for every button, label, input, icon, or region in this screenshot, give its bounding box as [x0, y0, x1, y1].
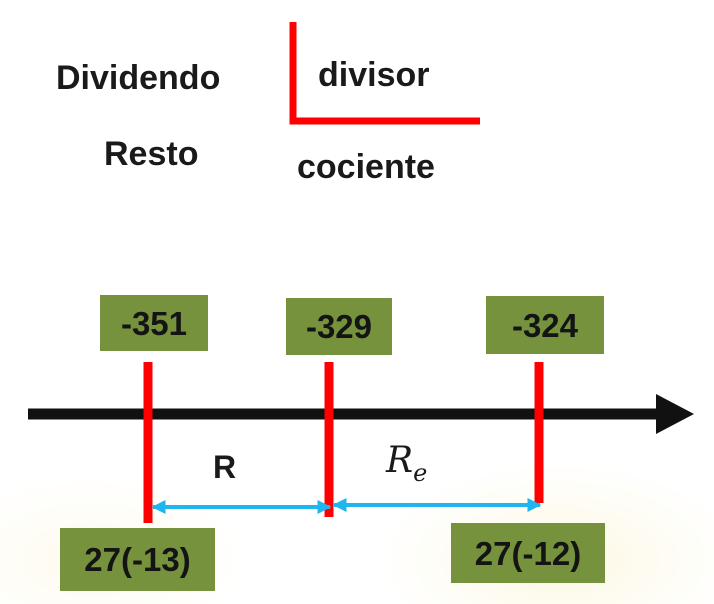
product-box-minus-12: 27(-12): [451, 523, 605, 583]
excess-remainder-base: R: [386, 440, 414, 481]
product-box-minus-13: 27(-13): [60, 528, 215, 591]
value-box-329: -329: [286, 298, 392, 355]
excess-remainder-subscript: e: [413, 459, 428, 487]
excess-remainder-interval-label: Re: [386, 440, 427, 486]
division-bracket: [289, 22, 480, 125]
divisor-label: divisor: [318, 56, 430, 94]
remainder-interval-label: R: [213, 449, 237, 485]
remainder-label: Resto: [104, 135, 199, 173]
number-line-arrowhead: [656, 394, 694, 434]
value-box-324: -324: [486, 296, 604, 354]
quotient-label: cociente: [297, 148, 435, 186]
dividend-label: Dividendo: [56, 59, 221, 97]
value-box-351: -351: [100, 295, 208, 351]
